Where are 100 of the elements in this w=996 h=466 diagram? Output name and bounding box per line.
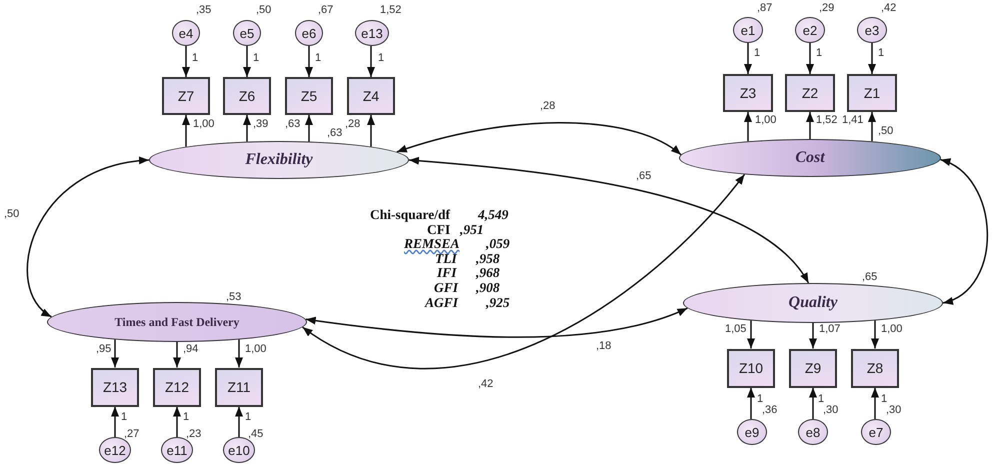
arrow <box>809 388 817 419</box>
error-circle <box>355 20 389 46</box>
node-label: Z8 <box>866 360 884 376</box>
variance-label: ,65 <box>862 271 878 283</box>
fit-value: ,908 <box>476 281 500 295</box>
node-label: e5 <box>240 26 254 40</box>
fit-value: ,951 <box>460 222 484 237</box>
node-label: Z9 <box>804 360 822 376</box>
error-circle <box>223 437 255 463</box>
edge-label: ,39 <box>253 118 268 130</box>
error-circle <box>795 17 825 43</box>
edge-label: 1 <box>315 52 322 64</box>
error-circle <box>295 20 323 46</box>
arrow <box>806 112 814 139</box>
covariance-arrow <box>408 156 810 284</box>
edge-label: 1,52 <box>816 114 838 126</box>
arrow <box>871 320 879 348</box>
fit-index-label: REMSEA <box>404 237 460 252</box>
arrow <box>744 43 752 74</box>
covariance-arrow <box>302 174 746 370</box>
variance-label: ,53 <box>226 291 242 303</box>
node-label: Z6 <box>238 88 256 104</box>
edge-label: 1 <box>378 52 384 64</box>
edge-label: ,28 <box>540 100 556 112</box>
arrow <box>868 112 876 142</box>
node-label: Z5 <box>300 88 318 104</box>
arrow <box>111 406 119 437</box>
node-label: e6 <box>302 26 316 40</box>
node-label: e2 <box>802 22 818 38</box>
arrow <box>243 46 251 77</box>
indicator-box <box>789 348 837 388</box>
indicator-box <box>215 368 263 406</box>
edge-label: 1 <box>121 411 128 423</box>
edge-label: ,65 <box>636 170 652 182</box>
variance-label: ,50 <box>256 4 272 16</box>
fit-index-label: CFI <box>427 222 450 237</box>
edge-label: 1 <box>881 393 888 405</box>
node-label: e4 <box>178 26 194 40</box>
node-label: e9 <box>744 424 760 440</box>
variance-label: ,50 <box>878 125 894 137</box>
fit-value: ,968 <box>476 266 500 280</box>
arrow <box>809 323 817 348</box>
edge-label: 1,05 <box>725 323 746 335</box>
edge-label: 1 <box>245 411 252 423</box>
fit-index-label: GFI <box>434 281 458 295</box>
covariance-arrow <box>306 307 688 338</box>
node-label: Z7 <box>178 88 194 104</box>
arrow <box>367 115 375 147</box>
variance-label: ,63 <box>327 127 342 139</box>
covariance-arrow <box>396 122 682 156</box>
edge-label: 1,41 <box>842 114 864 126</box>
edge-label: ,42 <box>478 378 494 390</box>
variance-label: ,23 <box>186 428 202 440</box>
error-circle <box>798 419 828 445</box>
variance-label: ,30 <box>823 404 838 416</box>
edge-label: 1 <box>183 411 190 423</box>
error-circle <box>857 17 887 43</box>
fit-value: ,059 <box>486 237 510 252</box>
edge-label: 1 <box>757 393 764 405</box>
node-label: e8 <box>806 424 820 440</box>
arrow <box>868 43 876 74</box>
node-label: e7 <box>868 424 884 440</box>
edge-label: 1 <box>754 47 760 59</box>
edge-label: 1,00 <box>245 343 266 355</box>
arrow <box>243 115 251 142</box>
arrow <box>235 406 243 437</box>
edge-label: 1 <box>878 47 884 59</box>
node-label: Times and Fast Delivery <box>114 314 240 330</box>
node-label: Z12 <box>164 379 190 395</box>
fit-index-label: AGFI <box>425 296 458 310</box>
arrow <box>173 406 181 437</box>
edge-label: ,18 <box>596 340 612 352</box>
arrow <box>744 112 752 142</box>
covariance-arrow <box>26 157 150 318</box>
node-label: e12 <box>104 442 126 458</box>
node-label: Z13 <box>102 379 128 395</box>
arrow <box>747 320 755 348</box>
indicator-box <box>727 348 775 388</box>
fit-value: ,925 <box>486 296 510 310</box>
indicator-box <box>785 74 835 112</box>
covariance-arrow <box>940 158 988 304</box>
variance-label: 1,52 <box>380 4 402 16</box>
edge-label: 1 <box>818 393 824 405</box>
arrow <box>806 43 814 74</box>
arrow <box>182 115 190 147</box>
edge-label: 1,00 <box>881 323 902 335</box>
arrow <box>871 388 879 420</box>
variance-label: ,29 <box>819 2 834 14</box>
indicator-box <box>347 77 395 115</box>
indicator-box <box>847 74 897 112</box>
variance-label: ,87 <box>757 2 772 14</box>
arrow <box>182 46 190 77</box>
edge-label: 1,00 <box>755 114 776 126</box>
variance-label: ,36 <box>762 404 778 416</box>
error-circle <box>737 419 767 445</box>
arrow <box>747 388 755 420</box>
arrow <box>111 340 119 368</box>
variance-label: ,30 <box>886 404 902 416</box>
node-label: Z2 <box>802 85 818 101</box>
edge-label: 1,07 <box>819 323 840 335</box>
